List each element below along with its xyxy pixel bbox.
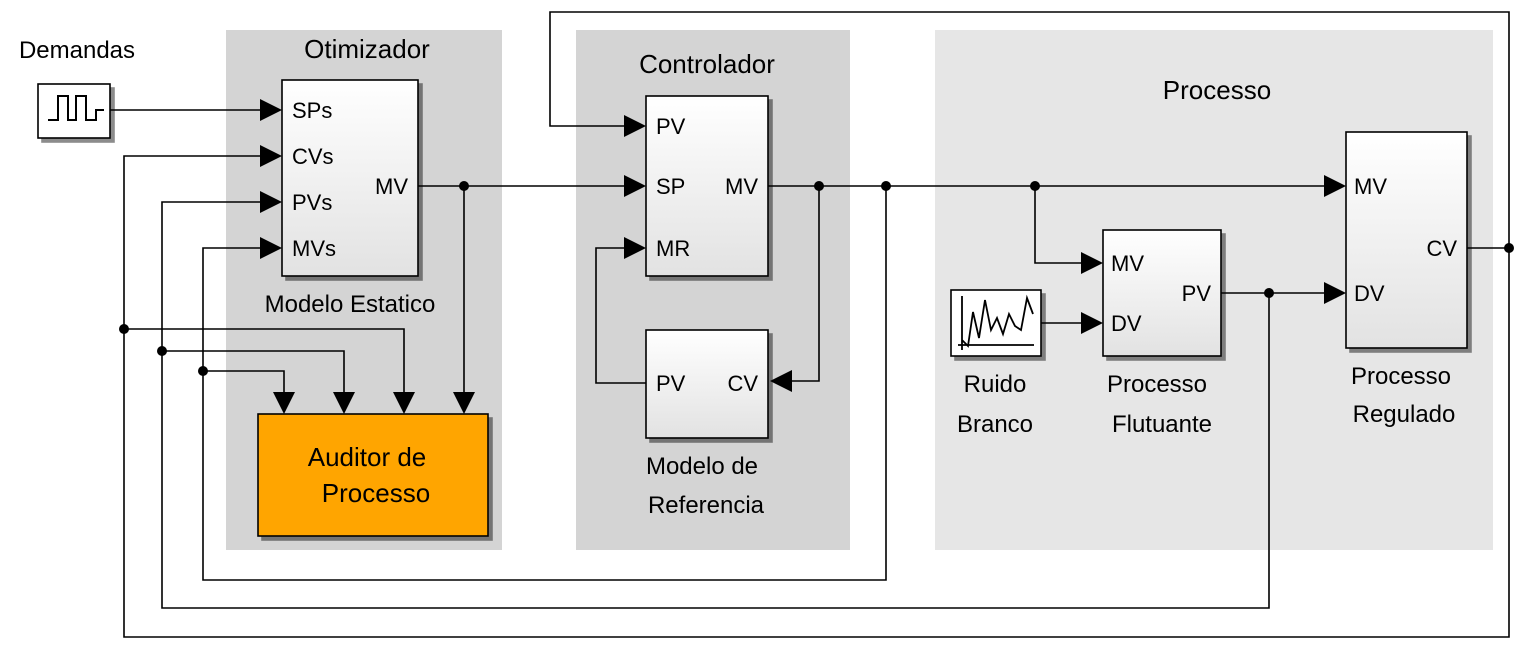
- arrow-right-icon: [260, 145, 282, 167]
- arrow-right-icon: [260, 191, 282, 213]
- wire-ctrl-mv-ref: [790, 186, 820, 382]
- processo-regulado-label-line1: Processo: [1351, 363, 1451, 390]
- modelo-estatico-block[interactable]: [281, 79, 419, 277]
- ruido-branco-block[interactable]: [950, 289, 1042, 357]
- junction-dot: [459, 181, 469, 191]
- port-cv-in: CV: [727, 371, 758, 396]
- arrow-right-icon: [1081, 252, 1103, 274]
- arrow-right-icon: [1324, 175, 1346, 197]
- port-pv-out: PV: [656, 371, 686, 396]
- arrow-right-icon: [1324, 282, 1346, 304]
- arrow-down-icon: [273, 392, 295, 414]
- demandas-label: Demandas: [19, 37, 135, 64]
- wire-pv-to-pvs: [161, 201, 1270, 609]
- auditor-block[interactable]: [257, 413, 489, 537]
- wire-cv-feedback-pv: [549, 11, 1510, 249]
- modelo-estatico-label: Modelo Estatico: [265, 291, 436, 318]
- port-dv: DV: [1354, 281, 1385, 306]
- otimizador-title: Otimizador: [304, 34, 430, 64]
- port-mv-out: MV: [375, 174, 408, 199]
- signal-builder-icon: [48, 95, 104, 121]
- junction-dot: [1504, 243, 1514, 253]
- processo-title: Processo: [1163, 75, 1271, 105]
- wire-mv-auditor: [203, 370, 285, 400]
- demandas-block[interactable]: [37, 83, 111, 139]
- arrow-left-icon: [770, 370, 792, 392]
- junction-dot: [119, 324, 129, 334]
- processo-flutuante-label-line1: Processo: [1107, 371, 1207, 398]
- port-cv-out: CV: [1426, 236, 1457, 261]
- port-mv: MV: [1354, 174, 1387, 199]
- arrow-right-icon: [1081, 312, 1103, 334]
- ruido-branco-label-line2: Branco: [957, 411, 1033, 438]
- noise-signal-icon: [958, 294, 1034, 350]
- processo-flutuante-label-line2: Flutuante: [1112, 411, 1212, 438]
- arrow-down-icon: [393, 392, 415, 414]
- controlador-block[interactable]: [645, 95, 769, 277]
- junction-dot: [198, 366, 208, 376]
- controlador-title: Controlador: [639, 49, 775, 79]
- junction-dot: [881, 181, 891, 191]
- port-sps: SPs: [292, 98, 332, 123]
- arrow-right-icon: [624, 115, 646, 137]
- wire-cv-auditor: [124, 328, 405, 400]
- port-pv-out: PV: [1182, 281, 1212, 306]
- port-mvs: MVs: [292, 236, 336, 261]
- port-dv: DV: [1111, 311, 1142, 336]
- wire-mv-flutuante: [1034, 186, 1083, 264]
- port-pv: PV: [656, 114, 686, 139]
- wire-ref-pv-mr: [595, 247, 646, 384]
- processo-flutuante-block[interactable]: [1102, 229, 1222, 357]
- arrow-right-icon: [624, 175, 646, 197]
- port-mv-out: MV: [725, 174, 758, 199]
- port-mv: MV: [1111, 251, 1144, 276]
- arrow-down-icon: [333, 392, 355, 414]
- arrow-right-icon: [260, 237, 282, 259]
- junction-dot: [157, 346, 167, 356]
- processo-regulado-block[interactable]: [1345, 131, 1468, 349]
- port-pvs: PVs: [292, 190, 332, 215]
- modelo-referencia-label-line1: Modelo de: [646, 453, 758, 480]
- processo-regulado-label-line2: Regulado: [1353, 401, 1456, 428]
- auditor-label-line2: Processo: [322, 478, 430, 508]
- arrow-down-icon: [453, 392, 475, 414]
- arrow-right-icon: [624, 237, 646, 259]
- modelo-referencia-label-line2: Referencia: [648, 492, 765, 519]
- junction-dot: [1264, 288, 1274, 298]
- port-cvs: CVs: [292, 144, 334, 169]
- wire-pv-auditor: [162, 350, 345, 400]
- wire-mv-to-mvs: [202, 186, 887, 581]
- port-mr: MR: [656, 236, 690, 261]
- junction-dot: [814, 181, 824, 191]
- auditor-label-line1: Auditor de: [308, 442, 427, 472]
- port-sp: SP: [656, 174, 685, 199]
- junction-dot: [1030, 181, 1040, 191]
- wire-cv-to-cvs: [123, 155, 1510, 638]
- arrow-right-icon: [260, 99, 282, 121]
- ruido-branco-label-line1: Ruido: [964, 371, 1027, 398]
- modelo-referencia-block[interactable]: [645, 329, 769, 439]
